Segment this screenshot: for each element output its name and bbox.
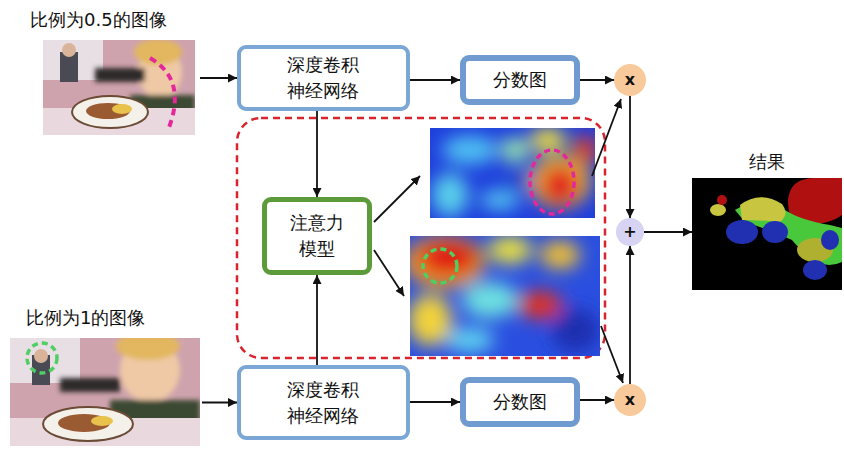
arrow-connector [202, 402, 237, 404]
image-caption: 结果 [692, 150, 842, 174]
arrow-connector [644, 231, 692, 233]
multiply-circle: x [614, 384, 646, 416]
input-image: 比例为0.5的图像 [28, 8, 200, 138]
node-label: 深度卷积 神经网络 [282, 377, 365, 429]
attention-model-box: 注意力 模型 [262, 197, 372, 275]
arrow-connector [580, 79, 614, 81]
node-label: x [625, 392, 635, 408]
node-label: x [625, 72, 635, 88]
score-map-box: 分数图 [460, 377, 580, 427]
node-label: 分数图 [493, 390, 547, 414]
arrow-connector [580, 399, 614, 401]
arrow-connector [200, 77, 237, 79]
arrow-connector [316, 111, 318, 197]
photo-large [10, 338, 200, 446]
heatmap-arrows [374, 99, 623, 383]
attention-region [237, 118, 605, 358]
result-image: 结果 [692, 150, 842, 290]
arrow-connector [410, 79, 460, 81]
arrow-connector [410, 401, 460, 403]
node-label: 分数图 [493, 68, 547, 92]
cnn-box: 深度卷积 神经网络 [237, 45, 410, 111]
sum-circle: + [616, 218, 644, 246]
photo-small [43, 40, 195, 135]
score-map-box: 分数图 [460, 55, 580, 105]
multiply-circle: x [614, 64, 646, 96]
image-caption: 比例为0.5的图像 [30, 8, 200, 32]
arrow-connector [316, 275, 318, 365]
node-label: + [623, 224, 636, 240]
attention-heatmap [410, 236, 600, 356]
arrow-connector [629, 96, 631, 218]
attention-heatmap [430, 128, 595, 218]
segmentation-result [692, 178, 842, 290]
arrow-connector [629, 246, 631, 384]
node-label: 深度卷积 神经网络 [282, 52, 365, 104]
input-image: 比例为1的图像 [10, 306, 202, 446]
image-caption: 比例为1的图像 [26, 306, 202, 330]
cnn-box: 深度卷积 神经网络 [237, 365, 410, 440]
node-label: 注意力 模型 [286, 210, 347, 262]
